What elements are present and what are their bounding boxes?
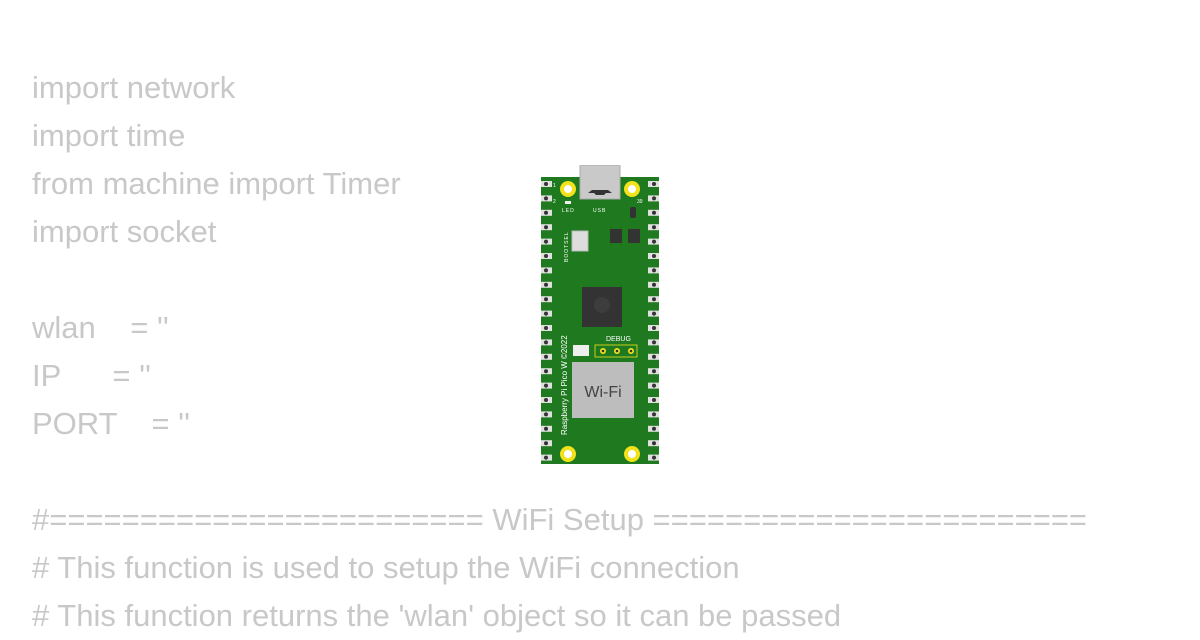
pin-hole bbox=[652, 210, 656, 215]
raspberry-pi-pico-w-board: 1 2 39 LED USB BOOTSEL DEBUG Wi-Fi Raspb… bbox=[541, 165, 659, 464]
bootsel-label: BOOTSEL bbox=[564, 231, 570, 262]
bootsel-button[interactable] bbox=[571, 230, 589, 252]
code-line: PORT = '' bbox=[32, 406, 190, 441]
pin-hole bbox=[544, 196, 548, 201]
pin-hole bbox=[544, 182, 548, 186]
pin-headers bbox=[541, 181, 659, 461]
pin-hole bbox=[652, 369, 656, 374]
led-label: LED bbox=[562, 208, 575, 214]
code-line: import network bbox=[32, 70, 236, 105]
pin-hole bbox=[652, 426, 656, 431]
pin-hole bbox=[544, 326, 548, 330]
debug-label: DEBUG bbox=[606, 336, 631, 343]
pin-hole bbox=[652, 225, 656, 230]
pin-hole bbox=[544, 354, 548, 359]
code-line: # This function is used to setup the WiF… bbox=[32, 550, 740, 585]
pin-hole bbox=[544, 369, 548, 374]
pin-hole bbox=[544, 455, 548, 460]
pin-hole bbox=[652, 268, 656, 273]
pin-39-label: 39 bbox=[637, 199, 643, 205]
pin-hole bbox=[652, 239, 656, 244]
pin-hole bbox=[652, 383, 656, 388]
pin-hole bbox=[544, 398, 548, 402]
pin-hole bbox=[652, 182, 656, 186]
pin-hole bbox=[652, 340, 656, 345]
pin-1-label: 1 bbox=[553, 183, 556, 189]
board-name-label: Raspberry Pi Pico W ©2022 bbox=[560, 335, 569, 435]
pin-hole bbox=[544, 254, 548, 258]
code-line: import time bbox=[32, 118, 186, 153]
usb-port-icon bbox=[588, 190, 612, 195]
pin-hole bbox=[544, 311, 548, 316]
code-line: # This function returns the 'wlan' objec… bbox=[32, 598, 842, 633]
pin-hole bbox=[652, 441, 656, 446]
code-line: import socket bbox=[32, 214, 217, 249]
pin-hole bbox=[544, 426, 548, 431]
code-line: wlan = '' bbox=[32, 310, 169, 345]
pin-hole bbox=[544, 282, 548, 287]
pin-hole bbox=[544, 239, 548, 244]
code-line: IP = '' bbox=[32, 358, 151, 393]
wifi-label: Wi-Fi bbox=[584, 384, 621, 401]
pin-hole bbox=[544, 268, 548, 273]
pin-hole bbox=[652, 455, 656, 460]
pin-hole bbox=[544, 383, 548, 388]
pin-hole bbox=[652, 412, 656, 417]
pin-hole bbox=[544, 225, 548, 230]
pin-hole bbox=[652, 326, 656, 330]
pin-hole bbox=[652, 282, 656, 287]
code-line: from machine import Timer bbox=[32, 166, 401, 201]
pin-hole bbox=[652, 254, 656, 258]
pin-hole bbox=[544, 340, 548, 345]
led bbox=[565, 201, 571, 204]
code-line: #======================== WiFi Setup ===… bbox=[32, 502, 1088, 537]
pin-2-label: 2 bbox=[553, 199, 556, 205]
pin-hole bbox=[652, 354, 656, 359]
wifi-module bbox=[572, 362, 634, 418]
pin-hole bbox=[544, 210, 548, 215]
pin-hole bbox=[544, 412, 548, 417]
pin-hole bbox=[652, 398, 656, 402]
pin-hole bbox=[544, 441, 548, 446]
pin-hole bbox=[544, 297, 548, 302]
code-preview: import network import time from machine … bbox=[32, 64, 1087, 640]
pin-hole bbox=[652, 196, 656, 201]
usb-label: USB bbox=[593, 208, 606, 214]
pin-hole bbox=[652, 311, 656, 316]
pin-hole bbox=[652, 297, 656, 302]
